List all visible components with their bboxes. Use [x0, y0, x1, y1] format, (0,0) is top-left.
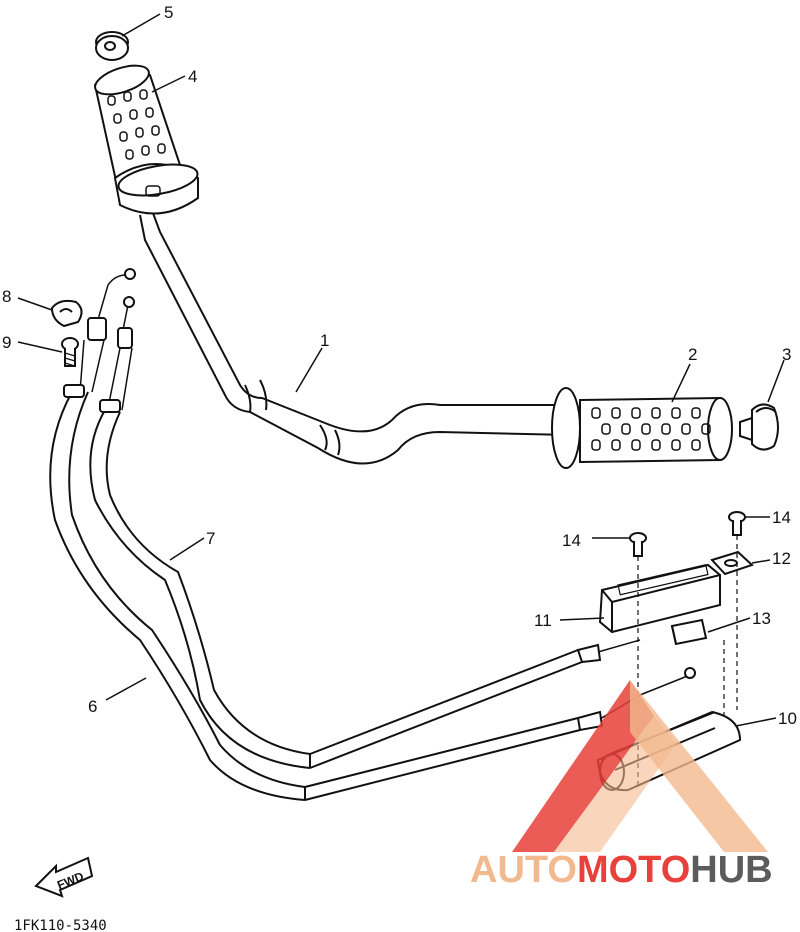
screws [629, 511, 746, 557]
watermark-logo: AUTOMOTOHUB [470, 680, 773, 891]
screw [61, 337, 79, 367]
callout-14-right: 14 [772, 508, 791, 527]
callout-8: 8 [2, 287, 11, 306]
callout-6: 6 [88, 697, 97, 716]
right-grip [551, 387, 733, 469]
watermark-hub: HUB [690, 849, 772, 891]
leader-lines [17, 13, 785, 727]
callout-3: 3 [782, 345, 791, 364]
gasket [710, 550, 754, 576]
grip-end-cap [95, 31, 129, 61]
watermark-auto: AUTO [470, 849, 577, 891]
callout-10: 10 [778, 709, 797, 728]
fwd-arrow: FWD [34, 856, 94, 898]
callout-11: 11 [534, 611, 552, 630]
diagram-code: 1FK110-5340 [14, 918, 107, 932]
callout-12: 12 [772, 549, 791, 568]
callout-2: 2 [688, 345, 697, 364]
callout-9: 9 [2, 333, 11, 352]
callout-4: 4 [188, 67, 197, 86]
holder-block [670, 618, 708, 646]
throttle-cables [49, 268, 696, 801]
left-grip [93, 64, 199, 215]
watermark-text: AUTOMOTOHUB [470, 849, 773, 891]
assembly-lines [637, 535, 738, 790]
watermark-triangle-right [630, 680, 768, 852]
throttle-housing-cover [598, 563, 721, 634]
watermark-triangle-left [512, 680, 654, 852]
callout-13: 13 [752, 609, 771, 628]
callout-1: 1 [320, 331, 329, 350]
clip [50, 299, 83, 328]
callout-7: 7 [206, 529, 215, 548]
watermark-triangle-base [554, 716, 676, 852]
handlebar [139, 204, 571, 465]
callout-5: 5 [164, 3, 173, 22]
watermark-moto: MOTO [577, 849, 690, 891]
callout-14-left: 14 [562, 531, 581, 550]
end-cap [739, 403, 779, 451]
